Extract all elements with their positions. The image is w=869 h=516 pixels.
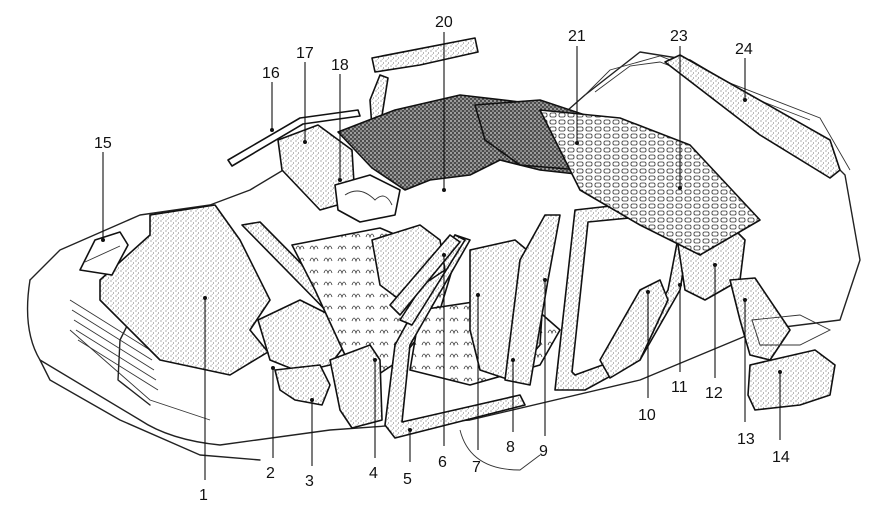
callout-label: 7: [472, 459, 481, 476]
callout-label: 11: [671, 379, 688, 396]
callout-13: 13: [737, 298, 755, 448]
part-2-bulkhead-panel: [257, 299, 346, 373]
callout-label: 9: [539, 443, 548, 460]
callout-label: 16: [262, 65, 280, 82]
callout-5: 5: [403, 428, 412, 488]
callout-15: 15: [94, 135, 112, 242]
callout-label: 18: [331, 57, 349, 74]
part-10-rear-door-trim: [599, 279, 669, 379]
callout-18: 18: [331, 57, 349, 182]
callout-label: 15: [94, 135, 112, 152]
callout-label: 13: [737, 431, 755, 448]
callout-3: 3: [305, 398, 314, 490]
car-body-outline: [26, 51, 861, 471]
callout-14: 14: [772, 370, 790, 466]
callout-4: 4: [369, 358, 378, 482]
part-23-rear-floor-mat: [539, 109, 761, 256]
callout-label: 10: [638, 407, 656, 424]
callout-17: 17: [296, 45, 314, 144]
callout-label: 12: [705, 385, 723, 402]
callout-16: 16: [262, 65, 280, 132]
part-4-a-pillar-trim: [329, 344, 383, 429]
callout-24: 24: [735, 41, 753, 102]
part-14-rear-arch-liner: [747, 349, 836, 411]
callout-label: 5: [403, 471, 412, 488]
callout-label: 21: [568, 28, 586, 45]
callout-label: 4: [369, 465, 378, 482]
callout-label: 3: [305, 473, 314, 490]
callout-label: 14: [772, 449, 790, 466]
callout-7: 7: [472, 293, 481, 476]
callout-12: 12: [705, 263, 723, 402]
part-8-b-pillar-trim: [504, 214, 561, 386]
callout-label: 8: [506, 439, 515, 456]
callout-2: 2: [266, 366, 275, 482]
callout-label: 2: [266, 465, 275, 482]
part-16-windscreen-strip: [227, 109, 361, 167]
callout-label: 20: [435, 14, 453, 31]
callout-label: 24: [735, 41, 753, 58]
part-3-front-arch-cover: [274, 364, 331, 406]
front-grille: [69, 299, 159, 391]
callout-8: 8: [506, 358, 515, 456]
callout-6: 6: [438, 253, 447, 471]
callout-label: 23: [670, 28, 688, 45]
callout-1: 1: [199, 296, 208, 504]
part-20-roof-header: [371, 37, 479, 73]
part-1-hood-insulation: [99, 204, 271, 376]
part-18-pedal-insulation: [334, 174, 401, 223]
callout-label: 17: [296, 45, 314, 62]
callout-11: 11: [671, 283, 688, 396]
callout-label: 1: [199, 487, 208, 504]
callout-9: 9: [539, 278, 548, 460]
callout-20: 20: [435, 14, 453, 192]
callout-21: 21: [568, 28, 586, 145]
callout-label: 6: [438, 454, 447, 471]
callout-23: 23: [670, 28, 688, 190]
rear-shelf-strip: [751, 314, 832, 346]
callout-10: 10: [638, 290, 656, 424]
